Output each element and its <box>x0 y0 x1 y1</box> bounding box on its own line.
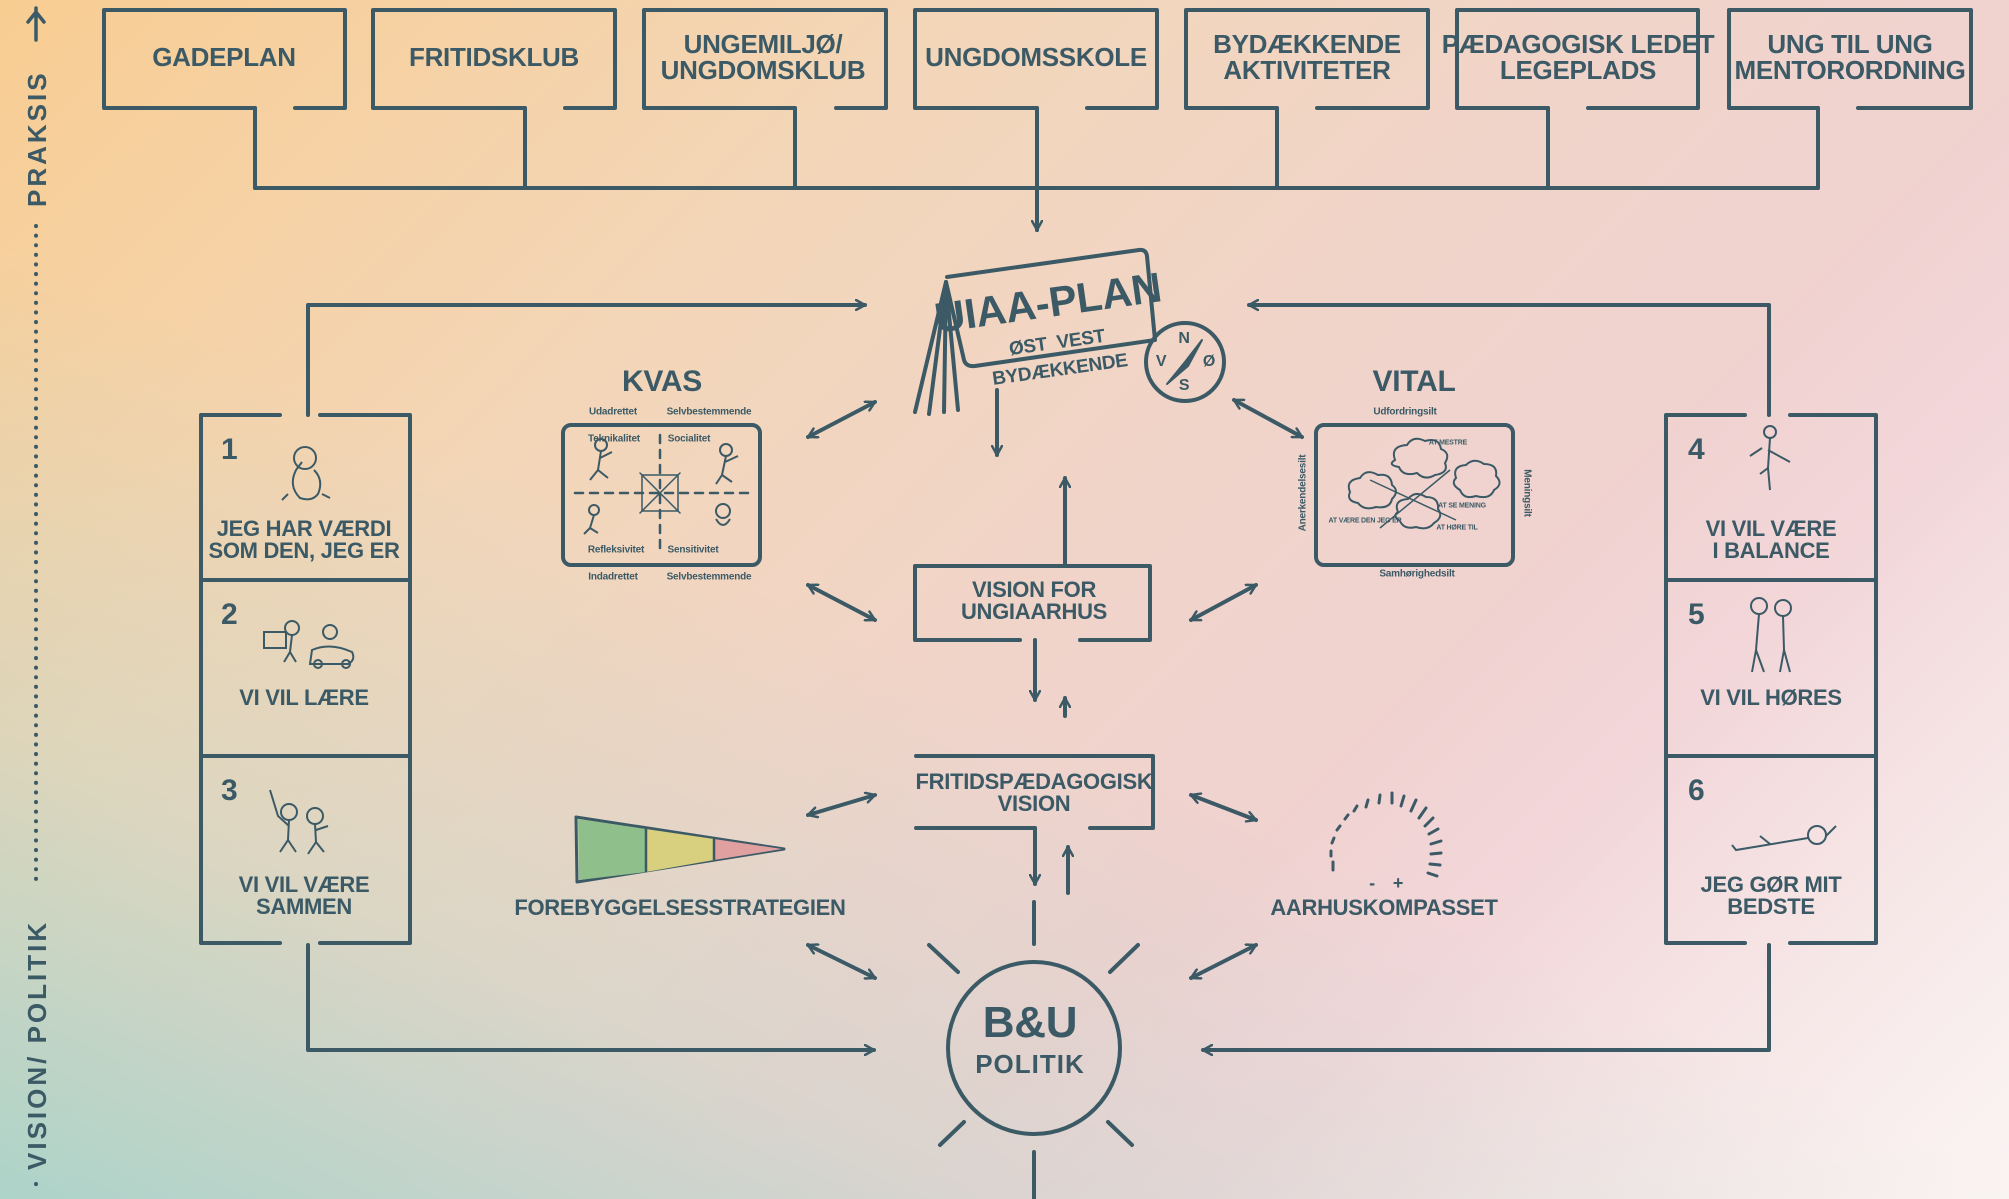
kvas-bottom-left: Indadrettet <box>588 571 638 583</box>
right-item-6-label: JEG GØR MIT BEDSTE <box>1700 872 1842 919</box>
vital-right: Meningsilt <box>1521 469 1533 517</box>
top-box-ungemiljo[interactable]: UNGEMILJØ/ UNGDOMSKLUB <box>660 29 866 85</box>
top-box-ungdomsskole[interactable]: UNGDOMSSKOLE <box>925 42 1147 72</box>
kvas-title: KVAS <box>622 365 702 398</box>
fritidspaedagogisk-vision-label[interactable]: FRITIDSPÆDAGOGISK VISION <box>915 769 1153 816</box>
left-item-2-label: VI VIL LÆRE <box>239 685 369 710</box>
vital-c1: AT MESTRE <box>1428 439 1468 447</box>
compass-v: V <box>1155 353 1167 370</box>
left-panel-frame <box>199 413 412 945</box>
top-box-paedagogisk-legeplads[interactable]: PÆDAGOGISK LEDET LEGEPLADS <box>1441 29 1715 85</box>
left-panel-illustrations <box>263 446 355 855</box>
vision-box-frame <box>913 564 1152 642</box>
vision-ungiaarhus-label[interactable]: VISION FOR UNGIAARHUS <box>960 577 1108 624</box>
top-box-2-frame <box>371 8 617 110</box>
bu-line-2: POLITIK <box>975 1049 1085 1079</box>
left-item-1-number: 1 <box>221 433 238 466</box>
top-box-5-frame <box>1184 8 1430 110</box>
right-item-4-number: 4 <box>1688 433 1705 466</box>
kvas-top-left: Udadrettet <box>588 406 638 418</box>
compass-n: N <box>1178 330 1190 347</box>
side-dotted-line <box>26 6 46 1194</box>
right-item-5-number: 5 <box>1688 598 1705 631</box>
vital-left: Anerkendelsesilt <box>1297 454 1309 532</box>
left-item-3-number: 3 <box>221 774 238 807</box>
top-box-gadeplan[interactable]: GADEPLAN <box>152 42 296 72</box>
kompas-plus: + <box>1392 873 1404 893</box>
vital-frame <box>1314 423 1515 567</box>
left-item-2-number: 2 <box>221 598 238 631</box>
top-box-6-frame <box>1455 8 1700 110</box>
aarhuskompas-dial <box>1329 791 1443 878</box>
top-box-7-frame <box>1727 8 1973 110</box>
compass-s: S <box>1178 377 1190 394</box>
top-box-4-frame <box>913 8 1159 110</box>
right-loop-bottom <box>1201 943 1771 1050</box>
compass-o: Ø <box>1202 353 1216 370</box>
vital-c2: AT SE MENING <box>1438 502 1486 510</box>
top-box-3-frame <box>642 8 888 110</box>
right-panel-frame <box>1664 413 1878 945</box>
right-panel-illustrations <box>1731 425 1837 852</box>
top-box-bydaekkende[interactable]: BYDÆKKENDE AKTIVITETER <box>1213 29 1401 85</box>
forebyggelse-label: FOREBYGGELSESSTRATEGIEN <box>514 895 846 920</box>
kvas-q4: Sensitivitet <box>667 544 719 556</box>
kvas-q1: Teknikalitet <box>588 433 640 445</box>
vital-illustration <box>1347 437 1501 530</box>
top-box-1-frame <box>102 8 347 110</box>
vital-title: VITAL <box>1372 365 1456 398</box>
kvas-bottom-right: Selvbestemmende <box>666 571 752 583</box>
vital-c3: AT VÆRE DEN JEG ER <box>1328 517 1402 525</box>
kompas-minus: - <box>1369 873 1375 893</box>
kvas-illustration <box>583 438 739 535</box>
right-item-5-label: VI VIL HØRES <box>1700 685 1842 710</box>
bu-sun-circle <box>946 960 1122 1136</box>
vital-c4: AT HØRE TIL <box>1436 524 1478 532</box>
top-box-ung-til-ung[interactable]: UNG TIL UNG MENTORORDNING <box>1734 29 1966 85</box>
right-item-4-label: VI VIL VÆRE I BALANCE <box>1705 516 1837 563</box>
left-item-3-label: VI VIL VÆRE SAMMEN <box>238 872 370 919</box>
kvas-top-right: Selvbestemmende <box>666 406 752 418</box>
kvas-frame <box>561 423 762 567</box>
top-box-fritidsklub[interactable]: FRITIDSKLUB <box>408 42 580 72</box>
bu-line-1: B&U <box>982 998 1078 1047</box>
compass-circle <box>1144 321 1226 403</box>
vital-top: Udfordringsilt <box>1373 406 1437 418</box>
right-loop-top <box>1247 305 1771 417</box>
kvas-q2: Socialitet <box>667 433 711 445</box>
left-loop-top <box>306 305 867 417</box>
fritid-box-frame <box>914 754 1155 830</box>
left-loop-bottom <box>306 943 876 1050</box>
kvas-q3: Refleksivitet <box>587 544 645 556</box>
left-item-1-label: JEG HAR VÆRDI SOM DEN, JEG ER <box>208 516 400 563</box>
right-item-6-number: 6 <box>1688 774 1705 807</box>
aarhuskompasset-label: AARHUSKOMPASSET <box>1270 895 1498 920</box>
vital-bottom: Samhørighedsilt <box>1379 568 1455 580</box>
